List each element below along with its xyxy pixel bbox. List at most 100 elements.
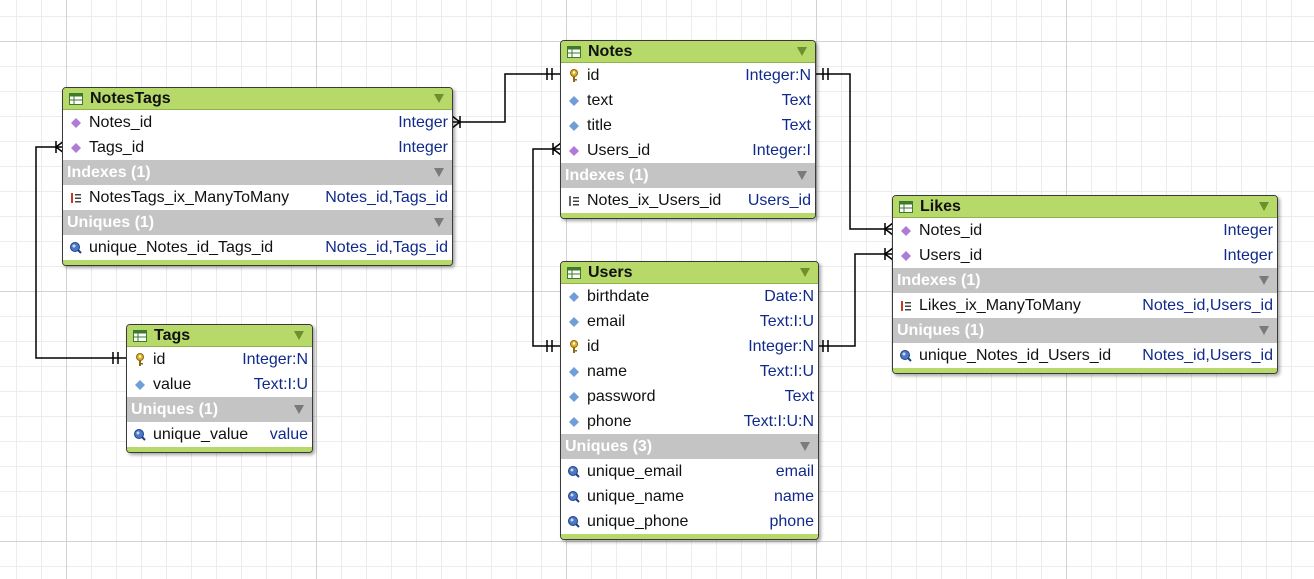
collapse-chevron-icon[interactable] <box>1259 276 1269 285</box>
collapse-chevron-icon[interactable] <box>294 405 304 414</box>
field-name: Notes_id <box>89 113 153 131</box>
unique-name: unique_value <box>153 425 249 443</box>
index-row[interactable]: Notes_ix_Users_id Users_id <box>561 188 815 213</box>
field-name: title <box>587 116 612 134</box>
unique-row[interactable]: unique_email email <box>561 459 818 484</box>
primary-key-icon <box>567 339 581 354</box>
unique-name: unique_email <box>587 462 683 480</box>
collapse-chevron-icon[interactable] <box>800 268 810 277</box>
field-icon <box>567 94 581 108</box>
field-icon <box>567 315 581 329</box>
field-type: Integer:N <box>748 337 814 355</box>
relationship-notes-likes <box>815 68 894 236</box>
index-columns: Notes_id,Tags_id <box>325 188 448 206</box>
index-name: Likes_ix_ManyToMany <box>919 296 1081 314</box>
unique-icon <box>69 241 83 255</box>
field-type: Integer <box>1223 221 1273 239</box>
uniques-section-header[interactable]: Uniques (1) <box>63 210 452 235</box>
field-row[interactable]: email Text:I:U <box>561 309 818 334</box>
entity-header[interactable]: Notes <box>561 41 815 63</box>
entity-title: NotesTags <box>90 89 171 107</box>
indexes-section-header[interactable]: Indexes (1) <box>63 160 452 185</box>
index-columns: Users_id <box>747 191 811 209</box>
table-icon <box>69 92 83 105</box>
entity-title: Likes <box>920 197 961 215</box>
field-icon <box>567 290 581 304</box>
collapse-chevron-icon[interactable] <box>1259 326 1269 335</box>
field-type: Text:I:U <box>759 312 814 330</box>
table-icon <box>567 266 581 279</box>
entity-header[interactable]: Likes <box>893 196 1277 218</box>
uniques-section-header[interactable]: Uniques (3) <box>561 434 818 459</box>
entity-header[interactable]: Tags <box>127 325 312 347</box>
uniques-section-header[interactable]: Uniques (1) <box>127 397 312 422</box>
uniques-section-header[interactable]: Uniques (1) <box>893 318 1277 343</box>
entity-header[interactable]: NotesTags <box>63 88 452 110</box>
collapse-chevron-icon[interactable] <box>800 442 810 451</box>
collapse-chevron-icon[interactable] <box>294 331 304 340</box>
collapse-chevron-icon[interactable] <box>434 168 444 177</box>
entity-footer <box>127 447 312 452</box>
primary-key-icon <box>133 352 147 367</box>
field-name: email <box>587 312 626 330</box>
field-name: birthdate <box>587 287 650 305</box>
field-row[interactable]: text Text <box>561 88 815 113</box>
field-type: Integer:N <box>242 350 308 368</box>
field-type: Text <box>781 91 811 109</box>
collapse-chevron-icon[interactable] <box>797 171 807 180</box>
entity-title: Tags <box>154 326 191 344</box>
foreign-key-icon <box>69 141 83 155</box>
unique-columns: email <box>775 462 814 480</box>
field-icon <box>567 390 581 404</box>
index-name: Notes_ix_Users_id <box>587 191 722 209</box>
foreign-key-icon <box>899 249 913 263</box>
field-type: Integer <box>398 138 448 156</box>
field-row[interactable]: title Text <box>561 113 815 138</box>
indexes-section-header[interactable]: Indexes (1) <box>561 163 815 188</box>
field-name: Users_id <box>919 246 983 264</box>
indexes-section-header[interactable]: Indexes (1) <box>893 268 1277 293</box>
collapse-chevron-icon[interactable] <box>434 218 444 227</box>
field-name: id <box>587 66 600 84</box>
field-name: text <box>587 91 613 109</box>
table-icon <box>133 329 147 342</box>
field-type: Text <box>781 116 811 134</box>
entity-footer <box>63 260 452 265</box>
entity-footer <box>561 534 818 539</box>
entity-header[interactable]: Users <box>561 262 818 284</box>
collapse-chevron-icon[interactable] <box>797 47 807 56</box>
field-icon <box>133 378 147 392</box>
foreign-key-icon <box>69 116 83 130</box>
unique-name: unique_Notes_id_Tags_id <box>89 238 274 256</box>
unique-icon <box>567 465 581 479</box>
field-name: password <box>587 387 656 405</box>
collapse-chevron-icon[interactable] <box>1259 202 1269 211</box>
collapse-chevron-icon[interactable] <box>434 94 444 103</box>
